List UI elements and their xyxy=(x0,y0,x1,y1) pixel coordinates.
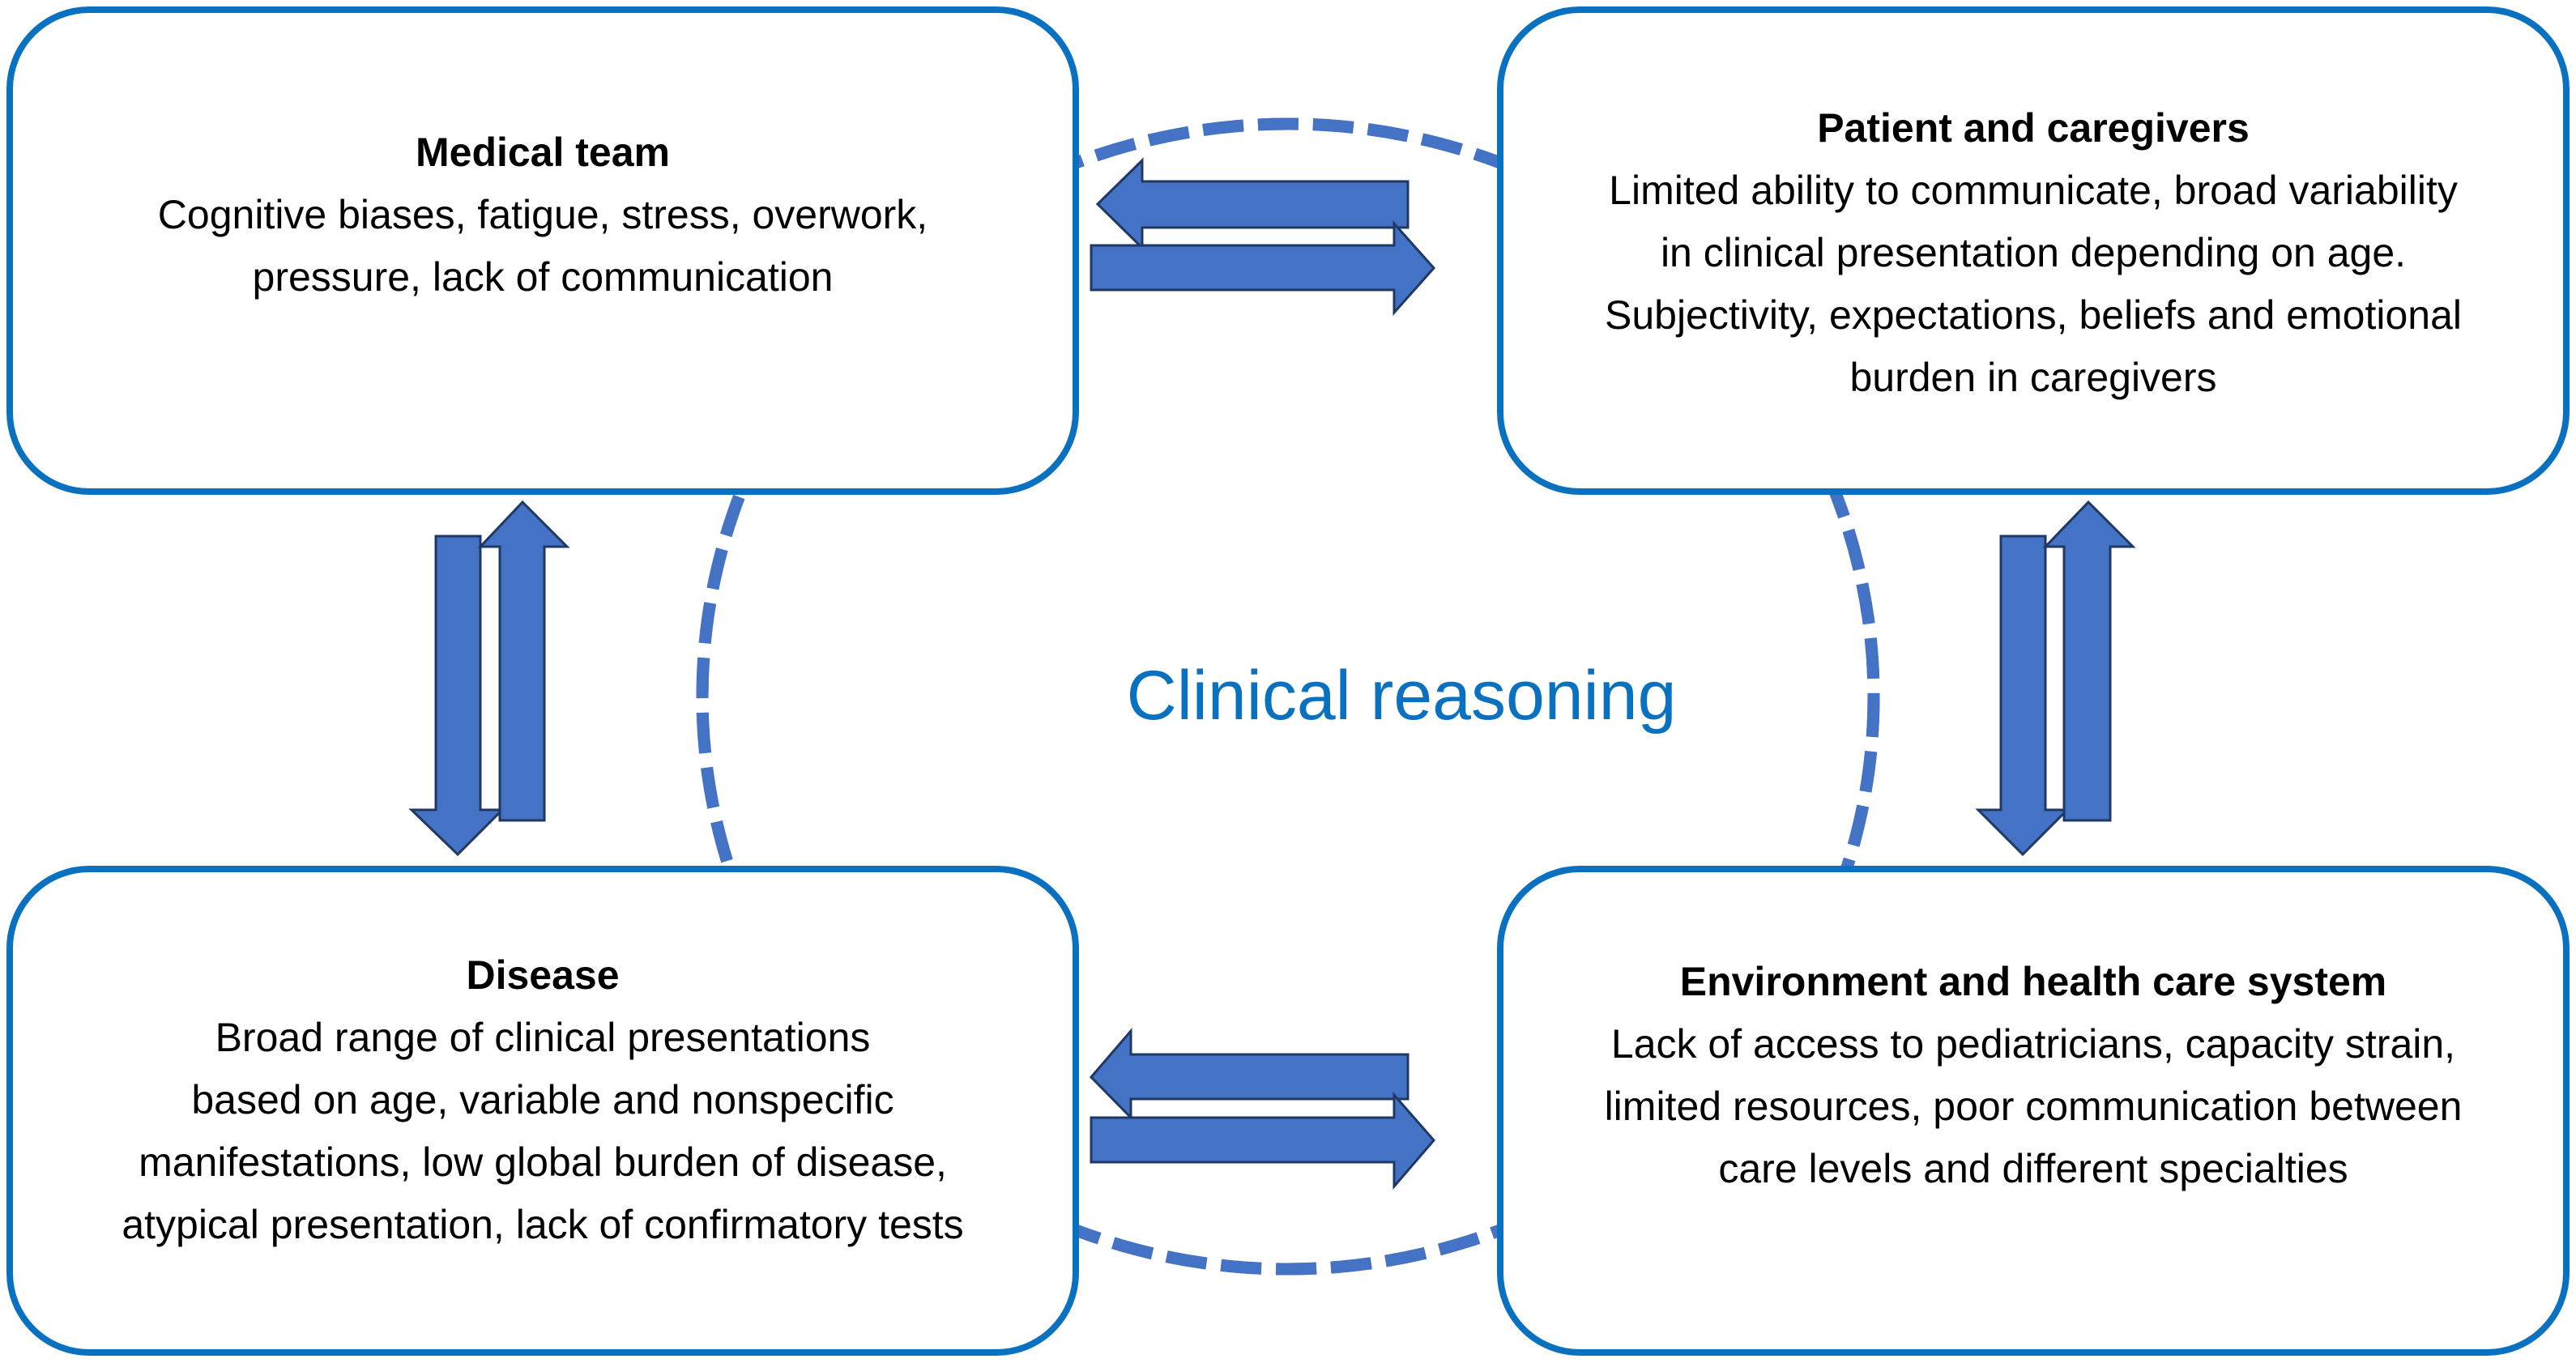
arrow-patient-to-environment xyxy=(1975,535,2071,857)
patient-caregivers-line: in clinical presentation depending on ag… xyxy=(1660,230,2407,275)
arrow-environment-to-patient xyxy=(2042,500,2136,822)
environment-text: Environment and health care system Lack … xyxy=(1500,951,2566,1200)
disease-text: Disease Broad range of clinical presenta… xyxy=(10,944,1076,1256)
disease-line: based on age, variable and nonspecific xyxy=(191,1077,894,1122)
disease-line: atypical presentation, lack of confirmat… xyxy=(122,1202,964,1247)
arrow-disease-to-environment xyxy=(1090,1092,1435,1190)
patient-caregivers-line: burden in caregivers xyxy=(1849,355,2217,400)
environment-line: care levels and different specialties xyxy=(1718,1146,2348,1191)
patient-caregivers-title: Patient and caregivers xyxy=(1817,105,2250,151)
disease-title: Disease xyxy=(466,952,620,998)
patient-caregivers-text: Patient and caregivers Limited ability t… xyxy=(1500,97,2566,409)
environment-box xyxy=(1497,866,2570,1356)
medical-team-line: pressure, lack of communication xyxy=(252,254,834,300)
medical-team-title: Medical team xyxy=(415,130,670,175)
patient-caregivers-line: Limited ability to communicate, broad va… xyxy=(1609,168,2458,213)
arrow-medical-to-patient xyxy=(1090,220,1436,316)
arrow-medical-to-disease xyxy=(408,535,505,857)
patient-caregivers-box xyxy=(1497,6,2570,495)
environment-title: Environment and health care system xyxy=(1679,959,2387,1004)
patient-caregivers-line: Subjectivity, expectations, beliefs and … xyxy=(1604,292,2462,338)
disease-line: Broad range of clinical presentations xyxy=(215,1015,871,1060)
medical-team-text: Medical team Cognitive biases, fatigue, … xyxy=(10,121,1076,309)
medical-team-line: Cognitive biases, fatigue, stress, overw… xyxy=(157,192,928,237)
clinical-reasoning-label: Clinical reasoning xyxy=(1126,657,1677,735)
environment-line: limited resources, poor communication be… xyxy=(1604,1084,2463,1129)
disease-box xyxy=(6,866,1079,1356)
arrow-disease-to-medical xyxy=(477,500,570,822)
medical-team-box xyxy=(6,6,1079,495)
arrow-environment-to-disease xyxy=(1089,1027,1410,1121)
disease-line: manifestations, low global burden of dis… xyxy=(139,1139,947,1185)
clinical-reasoning-circle-visible xyxy=(696,117,1880,1276)
arrow-patient-to-medical xyxy=(1095,157,1410,251)
environment-line: Lack of access to pediatricians, capacit… xyxy=(1610,1021,2456,1067)
